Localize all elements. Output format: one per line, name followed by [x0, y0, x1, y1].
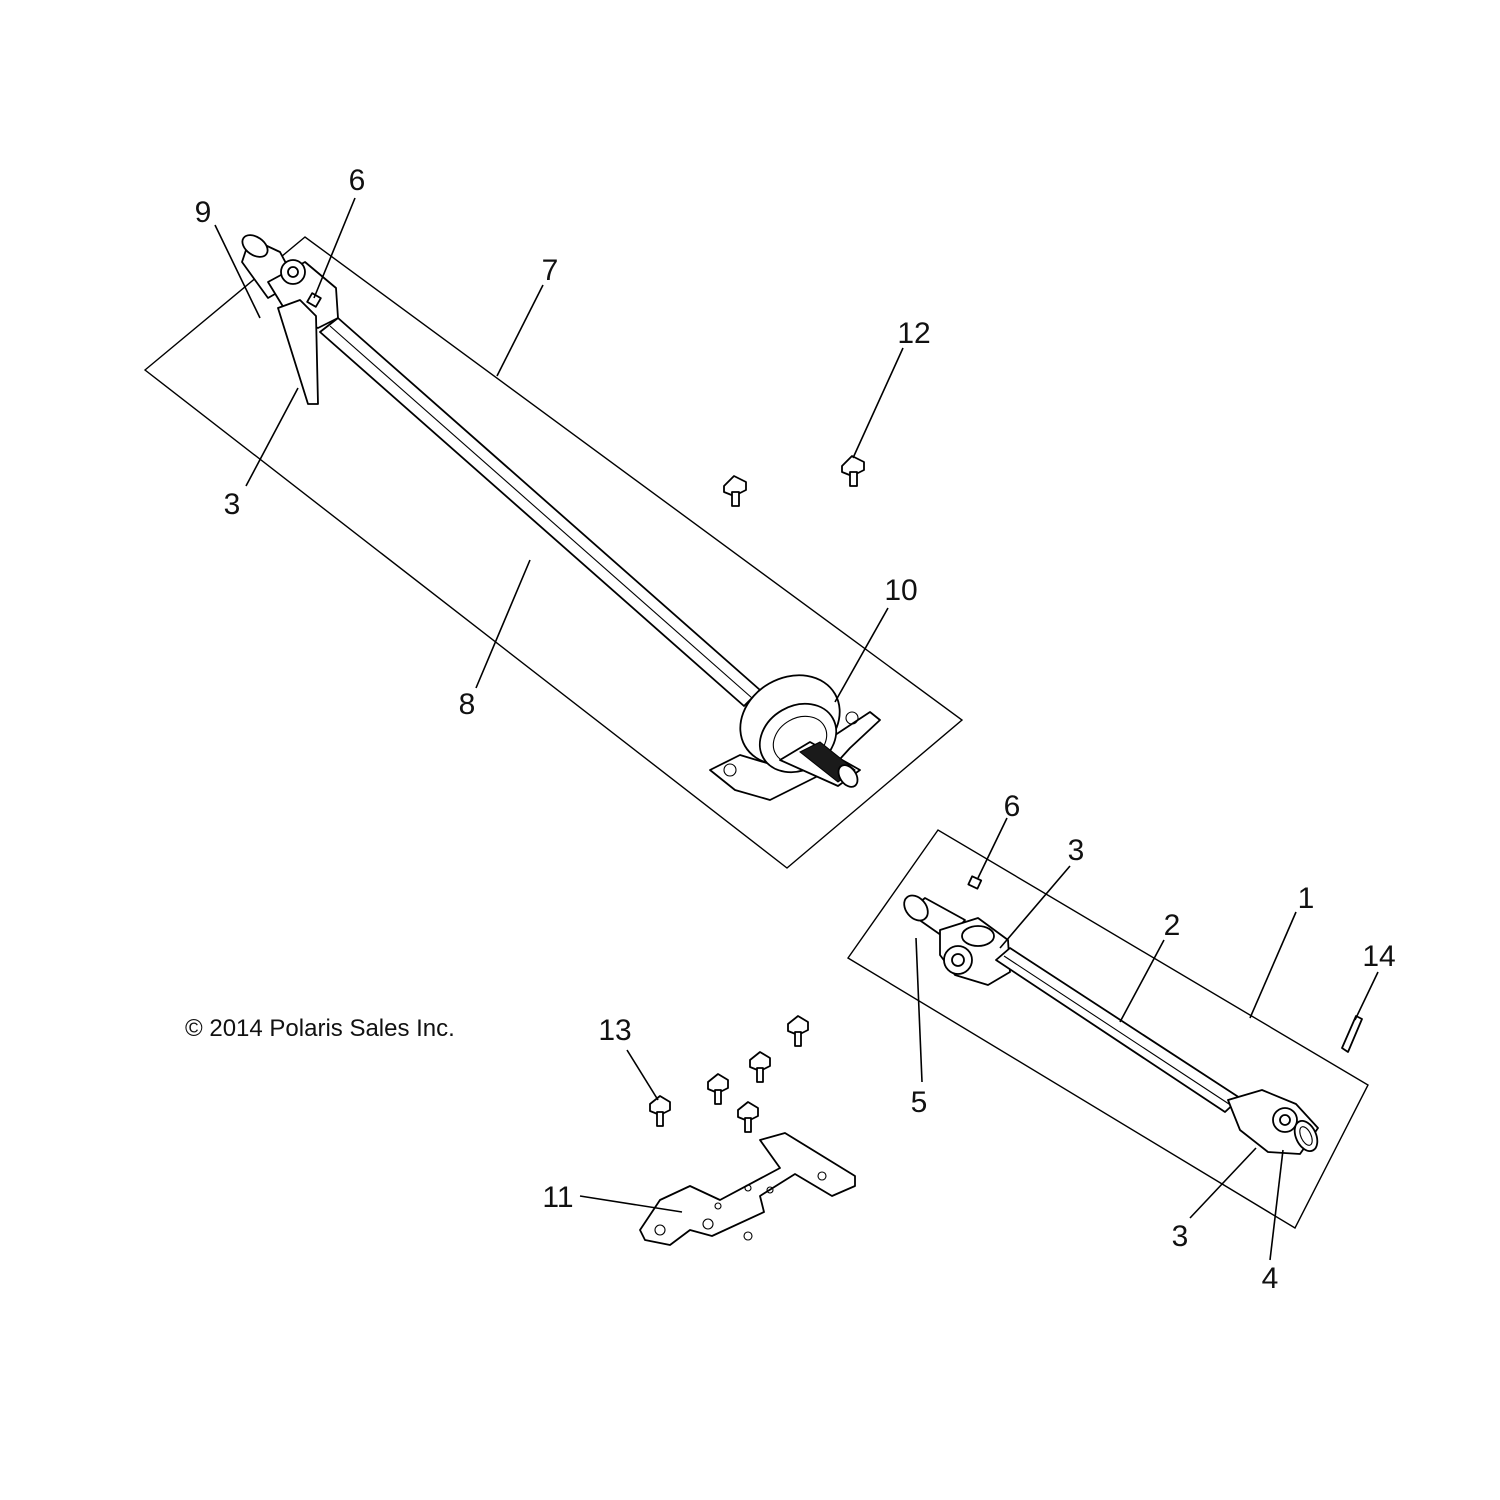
callout-5: 5 [911, 1086, 928, 1119]
callout-8: 8 [459, 688, 476, 721]
callout-7: 7 [542, 254, 559, 287]
callout-2: 2 [1164, 909, 1181, 942]
bearing-bracket [639, 1132, 856, 1246]
grease-fitting-lower-icon [967, 875, 983, 890]
callout-13: 13 [598, 1014, 631, 1047]
callout-3-lower-front: 3 [1068, 834, 1085, 867]
bolt-icon [749, 1051, 771, 1083]
callout-14: 14 [1362, 940, 1395, 973]
bolt-icon [723, 475, 747, 507]
copyright-text: © 2014 Polaris Sales Inc. [185, 1015, 455, 1042]
bolt-icon [787, 1015, 809, 1047]
bolt-icon [841, 455, 865, 487]
callout-12: 12 [897, 317, 930, 350]
upper-prop-shaft [241, 234, 881, 801]
bolt-icon [737, 1101, 759, 1133]
callout-9: 9 [195, 196, 212, 229]
callout-6-upper: 6 [349, 164, 366, 197]
lower-assembly-frame [846, 829, 1369, 1229]
callout-10: 10 [884, 574, 917, 607]
bolt-icon [707, 1073, 729, 1105]
lower-prop-shaft [903, 894, 1319, 1155]
callout-11: 11 [542, 1181, 573, 1214]
callout-6-lower: 6 [1004, 790, 1021, 823]
callout-3-lower-rear: 3 [1172, 1220, 1189, 1253]
leader-lines [214, 197, 1379, 1261]
bolt-icon [649, 1095, 671, 1127]
callout-3-upper: 3 [224, 488, 241, 521]
roll-pin-icon [1341, 1015, 1363, 1053]
callout-1: 1 [1298, 882, 1315, 915]
upper-assembly-frame [143, 236, 964, 869]
callout-4: 4 [1262, 1262, 1279, 1295]
grease-fitting-upper-icon [306, 292, 322, 308]
